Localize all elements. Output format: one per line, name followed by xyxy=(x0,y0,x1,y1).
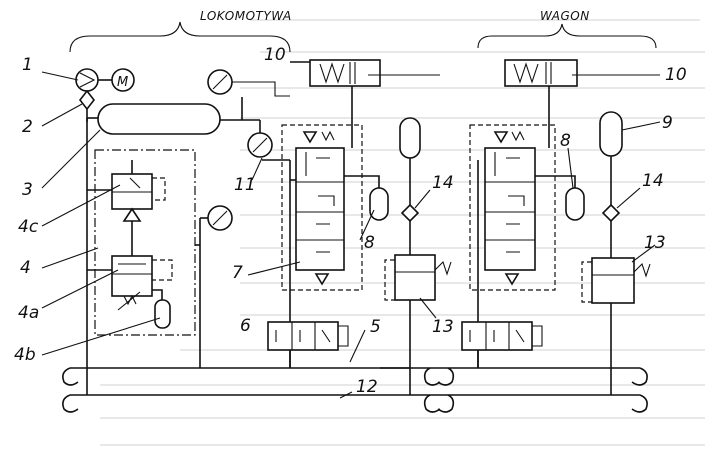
label-10-wagon: 10 xyxy=(665,65,687,85)
compressor-motor-unit: M xyxy=(75,68,135,92)
label-4a: 4a xyxy=(18,303,39,323)
label-8-wagon: 8 xyxy=(560,131,571,151)
check-valve-14-wagon xyxy=(601,203,621,223)
main-reservoir xyxy=(97,103,221,135)
coupling-hose-right-lower xyxy=(631,394,648,413)
coupling-hose-mid-lower xyxy=(423,394,441,413)
label-5: 5 xyxy=(370,317,381,337)
brake-valve-enclosure-4 xyxy=(94,149,196,336)
check-valve-2 xyxy=(78,89,96,111)
drivers-valve-6 xyxy=(267,321,349,368)
coupling-hose-mid2-lower xyxy=(437,394,455,413)
valve-4c xyxy=(87,160,166,222)
pressure-gauge-middle xyxy=(200,205,233,231)
distributor-7-locomotive xyxy=(281,124,363,291)
relay-valve-13-locomotive xyxy=(384,254,452,301)
reservoir-4b xyxy=(154,299,171,329)
reservoir-8-locomotive xyxy=(369,187,389,221)
reservoir-9-locomotive xyxy=(399,117,421,159)
pressure-gauge-top xyxy=(207,69,290,97)
label-9: 9 xyxy=(662,113,673,133)
reservoir-8-wagon xyxy=(565,187,585,221)
brake-cylinder-10-wagon xyxy=(504,59,578,148)
background-text-lines xyxy=(100,19,705,446)
drivers-valve-wagon xyxy=(461,321,543,351)
label-4b: 4b xyxy=(14,345,36,365)
motor-symbol xyxy=(111,68,135,92)
label-11: 11 xyxy=(234,175,256,195)
coupling-hose-mid-upper xyxy=(423,367,441,386)
label-12: 12 xyxy=(356,377,378,397)
locomotive-brace xyxy=(69,21,291,53)
wagon-header: WAGON xyxy=(540,9,590,23)
label-7: 7 xyxy=(232,263,243,283)
label-6: 6 xyxy=(240,316,251,336)
coupling-hose-mid2-upper xyxy=(437,367,455,386)
label-8-locomotive: 8 xyxy=(364,233,375,253)
coupling-hose-left-upper xyxy=(62,367,79,386)
label-13-locomotive: 13 xyxy=(432,317,454,337)
motor-letter: M xyxy=(117,75,128,90)
label-4c: 4c xyxy=(18,217,39,237)
wagon-brace xyxy=(477,23,657,49)
label-14-locomotive: 14 xyxy=(432,173,454,193)
coupling-hose-left-lower xyxy=(62,394,79,413)
label-1: 1 xyxy=(22,55,33,75)
valve-4a xyxy=(87,221,173,311)
pressure-gauge-11 xyxy=(247,120,273,158)
reservoir-9-wagon xyxy=(599,111,623,157)
coupling-hose-right-upper xyxy=(631,367,648,386)
label-10-locomotive: 10 xyxy=(264,45,286,65)
label-2: 2 xyxy=(22,117,33,137)
label-3: 3 xyxy=(22,180,33,200)
label-13-wagon: 13 xyxy=(644,233,666,253)
label-4: 4 xyxy=(20,258,31,278)
distributor-7-wagon xyxy=(469,124,556,291)
label-14-wagon: 14 xyxy=(642,171,664,191)
locomotive-header: LOKOMOTYWA xyxy=(200,9,292,23)
brake-cylinder-10-locomotive xyxy=(290,59,381,148)
leader-lines xyxy=(41,71,661,399)
relay-valve-13-wagon xyxy=(581,257,651,304)
